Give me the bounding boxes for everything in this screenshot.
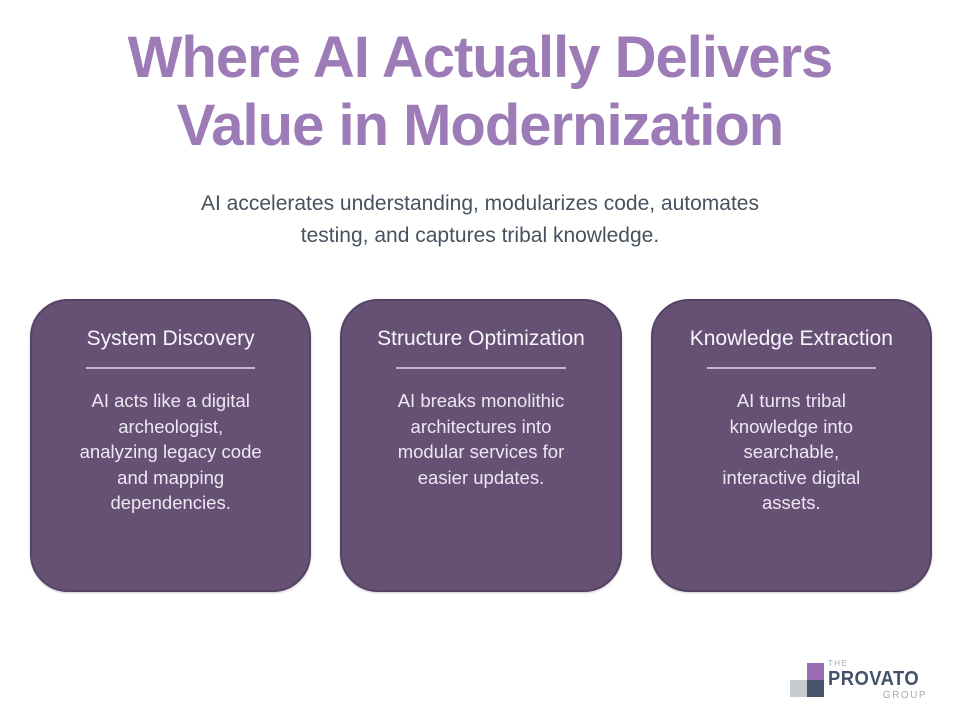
logo-word-group: GROUP — [882, 690, 927, 701]
card-body: AI breaks monolithic architectures into … — [397, 390, 565, 488]
provato-group-logo: THE PROVATO GROUP — [789, 660, 927, 701]
card-divider-line — [706, 367, 876, 370]
slide-title: Where AI Actually Delivers Value in Mode… — [127, 25, 834, 159]
card-body: AI turns tribal knowledge into searchabl… — [722, 390, 861, 514]
provato-logo-mark-icon — [789, 663, 824, 697]
logo-text-block: THE PROVATO GROUP — [828, 660, 927, 701]
slide-subtitle: AI accelerates understanding, modularize… — [201, 192, 759, 247]
card-system-discovery: System Discovery AI acts like a digital … — [30, 299, 312, 592]
card-divider-line — [86, 367, 256, 370]
card-title: Structure Optimization — [377, 327, 585, 350]
cards-row: System Discovery AI acts like a digital … — [30, 299, 932, 592]
logo-square-gray-icon — [789, 680, 807, 697]
card-title: Knowledge Extraction — [689, 327, 893, 350]
card-title: System Discovery — [86, 327, 255, 350]
card-knowledge-extraction: Knowledge Extraction AI turns tribal kno… — [650, 299, 932, 592]
card-divider-line — [396, 367, 566, 370]
logo-word-provato: PROVATO — [827, 668, 920, 690]
logo-word-the: THE — [827, 659, 849, 668]
logo-square-navy-icon — [806, 680, 824, 697]
card-body: AI acts like a digital archeologist, ana… — [79, 390, 262, 514]
logo-square-purple-icon — [806, 663, 824, 680]
card-structure-optimization: Structure Optimization AI breaks monolit… — [340, 299, 622, 592]
